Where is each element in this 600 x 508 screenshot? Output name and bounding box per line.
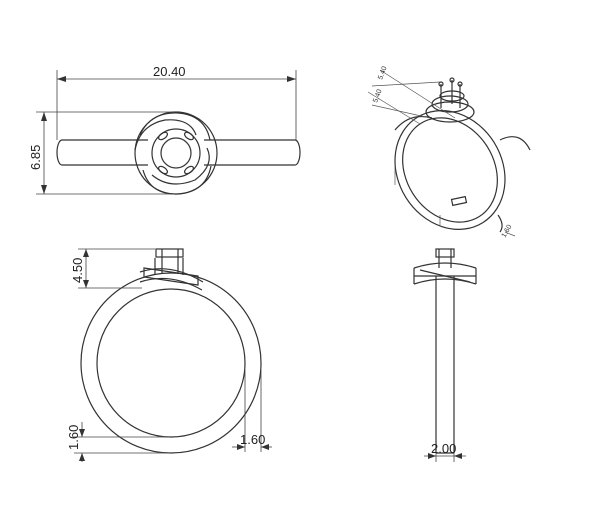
dimension-head-height xyxy=(36,111,175,195)
dim-label-prong-height: 4.50 xyxy=(70,258,85,283)
dim-label-ring-width: 20.40 xyxy=(153,64,186,79)
dim-label-shank-thickness-bottom: 1.60 xyxy=(66,425,81,450)
dim-label-iso-2: 5.40 xyxy=(372,88,383,103)
dim-label-head-height: 6.85 xyxy=(28,145,43,170)
top-view xyxy=(56,111,301,195)
front-view xyxy=(80,248,262,454)
dim-label-shank-thickness-side: 1.60 xyxy=(240,432,265,447)
dim-label-shank-width: 2.00 xyxy=(431,441,456,456)
dimension-shank-thickness-side xyxy=(232,370,272,452)
dimension-ring-width xyxy=(56,70,297,140)
dimension-shank-width xyxy=(424,453,466,462)
dimension-prong-height xyxy=(78,248,155,289)
dim-label-iso-1: 5.40 xyxy=(377,65,388,80)
side-view xyxy=(413,248,477,454)
dimension-shank-thickness-bottom xyxy=(74,422,170,462)
isometric-view xyxy=(367,69,531,237)
